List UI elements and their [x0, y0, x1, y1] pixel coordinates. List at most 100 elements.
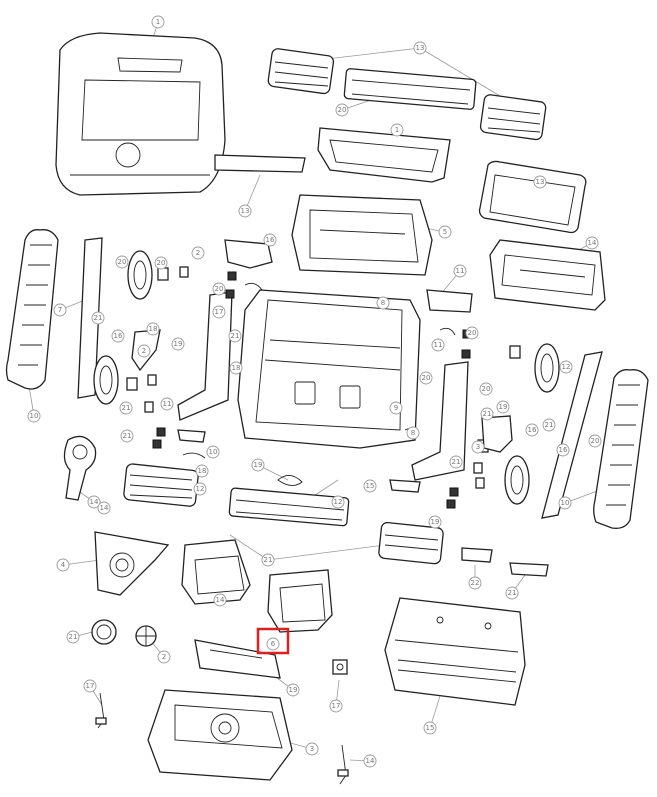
callout-number: 3	[476, 443, 480, 451]
callout: 20	[419, 371, 433, 385]
callout: 7	[53, 303, 67, 317]
callout: 13	[413, 41, 427, 55]
callout: 15	[363, 479, 377, 493]
callout-number: 19	[254, 461, 263, 469]
callout-number: 21	[231, 332, 240, 340]
callout-number: 12	[334, 498, 343, 506]
callout-number: 20	[215, 285, 224, 293]
callout: 19	[496, 400, 510, 414]
callout: 19	[428, 515, 442, 529]
callout: 10	[558, 496, 572, 510]
callout: 21	[480, 407, 494, 421]
callout-number: 21	[69, 633, 78, 641]
impeller-housing-part	[94, 531, 170, 596]
callout: 21	[91, 311, 105, 325]
callout-number: 15	[426, 724, 435, 732]
callout: 3	[305, 742, 319, 756]
callout-number: 8	[381, 299, 385, 307]
callout-number: 20	[591, 437, 600, 445]
top-bracket-part	[317, 127, 451, 183]
callout: 15	[423, 721, 437, 735]
callout: 13	[533, 175, 547, 189]
callout-number: 13	[536, 178, 545, 186]
probe-parts	[95, 692, 349, 785]
callout: 20	[588, 434, 602, 448]
callout-number: 7	[58, 306, 62, 314]
bottom-plate-part	[194, 639, 281, 679]
callout-number: 16	[266, 236, 275, 244]
callout-number: 21	[122, 404, 131, 412]
callout: 20	[479, 382, 493, 396]
callout: 13	[238, 204, 252, 218]
callout: 18	[146, 322, 160, 336]
callout: 16	[525, 423, 539, 437]
callout: 1	[390, 123, 404, 137]
callout: 21	[505, 586, 519, 600]
callout-number: 18	[198, 467, 207, 475]
callout-number: 21	[264, 556, 273, 564]
callout-number: 19	[174, 340, 183, 348]
callout-number: 6	[271, 640, 276, 648]
callout: 8	[406, 426, 420, 440]
callout: 8	[376, 296, 390, 310]
top-cover-part	[55, 32, 226, 196]
callout-number: 20	[118, 258, 127, 266]
callout: 2	[137, 344, 151, 358]
callout-number: 21	[483, 410, 492, 418]
callout: 16	[111, 329, 125, 343]
callout: 1	[151, 15, 165, 29]
callout-number: 14	[588, 239, 597, 247]
callout-number: 16	[528, 426, 537, 434]
impeller-parts	[91, 619, 157, 647]
callout-number: 13	[416, 44, 425, 52]
callout-number: 14	[90, 498, 99, 506]
callout: 12	[331, 495, 345, 509]
callout-number: 10	[209, 448, 218, 456]
callout-number: 15	[366, 482, 375, 490]
highlight-box	[256, 627, 290, 655]
callout: 16	[263, 233, 277, 247]
callout: 2	[191, 246, 205, 260]
callout-number: 14	[216, 596, 225, 604]
callout: 21	[228, 329, 242, 343]
callout: 17	[212, 305, 226, 319]
callout: 20	[212, 282, 226, 296]
callout-number: 21	[452, 458, 461, 466]
callout: 2	[157, 650, 171, 664]
callout: 22	[468, 576, 482, 590]
callout-number: 18	[232, 364, 241, 372]
callout-number: 5	[443, 228, 447, 236]
callout-number: 3	[310, 745, 314, 753]
callout-number: 8	[411, 429, 415, 437]
callout: 19	[286, 683, 300, 697]
callout-number: 20	[422, 374, 431, 382]
callout-number: 10	[30, 412, 39, 420]
callout-number: 16	[114, 332, 123, 340]
callout-number: 11	[456, 267, 465, 275]
clip-parts	[131, 239, 513, 493]
callout: 9	[389, 401, 403, 415]
motor-housing-part	[291, 194, 433, 276]
callout-number: 16	[559, 446, 568, 454]
callout: 14	[97, 501, 111, 515]
callout-number: 20	[482, 385, 491, 393]
callout-number: 21	[94, 314, 103, 322]
callout-number: 1	[395, 126, 399, 134]
filter-bar-part	[214, 154, 306, 173]
wheel-parts	[93, 250, 560, 505]
callout: 19	[251, 458, 265, 472]
callout-number: 2	[142, 347, 146, 355]
callout-number: 21	[123, 432, 132, 440]
callout-number: 10	[561, 499, 570, 507]
callout-number: 21	[545, 421, 554, 429]
callout-number: 11	[163, 400, 172, 408]
callout: 14	[585, 236, 599, 250]
callout: 14	[363, 754, 377, 768]
callout-number: 17	[215, 308, 224, 316]
callout: 10	[27, 409, 41, 423]
callout-number: 20	[468, 329, 477, 337]
callout-number: 4	[61, 561, 66, 569]
callout-number: 14	[366, 757, 375, 765]
callout: 20	[335, 103, 349, 117]
